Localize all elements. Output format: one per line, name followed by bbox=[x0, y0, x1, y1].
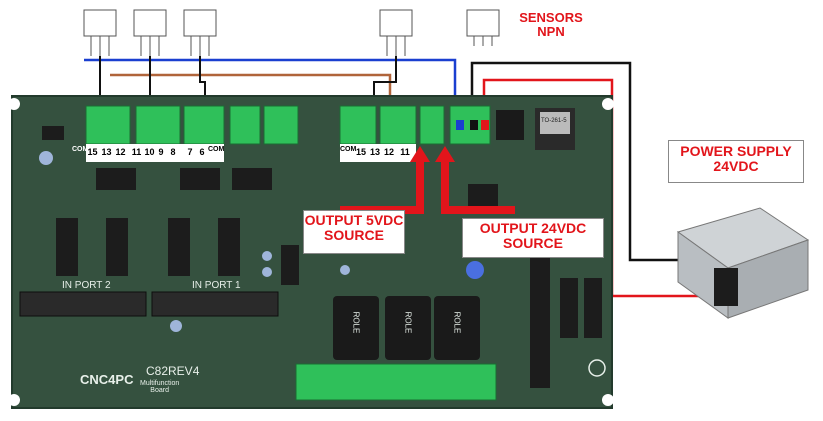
wire-psu-positive bbox=[482, 78, 715, 298]
power-supply-label: POWER SUPPLY 24VDC bbox=[668, 140, 804, 183]
output-5v-label: OUTPUT 5VDC SOURCE bbox=[303, 210, 405, 254]
pin-12-left: 12 bbox=[115, 147, 126, 157]
pin-7-left: 7 bbox=[187, 147, 193, 157]
in-port-2-label: IN PORT 2 bbox=[62, 280, 111, 291]
output-24v-label: OUTPUT 24VDC SOURCE bbox=[462, 218, 604, 258]
pin-13-right: 13 bbox=[369, 147, 380, 157]
board-model: C82REV4 bbox=[146, 364, 200, 378]
wire-psu-negative bbox=[470, 61, 715, 262]
pin-11-right: 11 bbox=[400, 147, 410, 157]
sensor-1 bbox=[83, 9, 117, 56]
relay-1-label: ROLE bbox=[351, 311, 361, 334]
sensor-2 bbox=[133, 9, 167, 56]
wire-blue-common bbox=[84, 58, 457, 112]
pin-com-left: COM bbox=[208, 146, 225, 153]
sensor-legend bbox=[466, 9, 500, 46]
in-port-1-label: IN PORT 1 bbox=[192, 280, 241, 291]
pin-12-right: 12 bbox=[383, 147, 394, 157]
sensor-3 bbox=[183, 9, 217, 56]
pin-6-left: 6 bbox=[199, 147, 205, 157]
pin-8-left: 8 bbox=[170, 147, 176, 157]
regulator-label: TO-261-5 bbox=[541, 118, 567, 124]
relay-3-label: ROLE bbox=[452, 311, 462, 334]
power-supply-unit bbox=[676, 207, 810, 319]
board-brand: CNC4PC bbox=[80, 372, 134, 387]
sensor-4 bbox=[379, 9, 413, 56]
pin-10-left: 10 bbox=[144, 147, 155, 157]
relay-2-label: ROLE bbox=[403, 311, 413, 334]
pin-com-right: COM bbox=[340, 146, 357, 153]
pin-15-right: 15 bbox=[355, 147, 366, 157]
pin-13-left: 13 bbox=[101, 147, 112, 157]
pin-11-left: 11 bbox=[131, 147, 142, 157]
arrow-output-24v bbox=[435, 146, 515, 214]
board-subtitle: Multifunction Board bbox=[140, 380, 180, 394]
pin-com-far-left: COM bbox=[72, 146, 89, 153]
pin-15-left: 15 bbox=[87, 147, 98, 157]
pin-9-left: 9 bbox=[158, 147, 164, 157]
sensors-npn-label: SENSORS NPN bbox=[519, 10, 583, 39]
